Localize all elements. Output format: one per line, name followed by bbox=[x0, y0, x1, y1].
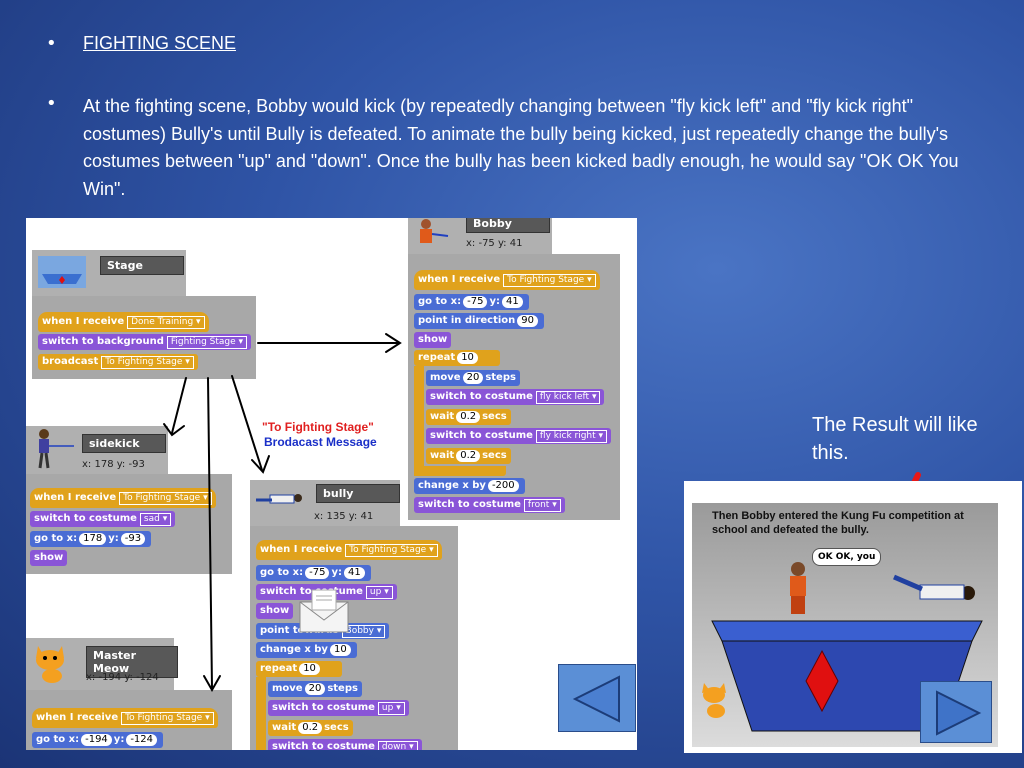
previous-button[interactable] bbox=[558, 664, 636, 732]
cat-sprite-icon bbox=[36, 646, 64, 683]
result-screenshot: Then Bobby entered the Kung Fu competiti… bbox=[684, 481, 1022, 753]
flow-arrows bbox=[163, 333, 402, 693]
bullet: • bbox=[46, 93, 57, 114]
meow-name: Master Meow bbox=[86, 646, 178, 678]
sidekick-sprite-icon bbox=[38, 429, 74, 469]
bobby-coords: x: -75 y: 41 bbox=[466, 238, 523, 249]
bullet: • bbox=[46, 33, 57, 54]
bully-sprite-icon bbox=[256, 494, 302, 504]
show-block[interactable]: show bbox=[414, 332, 452, 348]
sidekick-header: sidekick x: 178 y: -93 bbox=[26, 426, 168, 474]
cat-figure-icon bbox=[702, 683, 726, 718]
triangle-left-icon bbox=[572, 675, 620, 723]
stage-name: Stage bbox=[100, 256, 184, 275]
show-block[interactable]: show bbox=[256, 603, 294, 619]
bobby-name: Bobby bbox=[466, 218, 550, 233]
meow-coords: x: -194 y: -124 bbox=[86, 672, 159, 683]
repeat-end bbox=[414, 466, 506, 476]
triangle-right-icon bbox=[936, 690, 982, 736]
bobby-sprite-icon bbox=[420, 219, 449, 243]
bully-name: bully bbox=[316, 484, 400, 503]
repeat-arm bbox=[414, 366, 424, 476]
slide-heading: FIGHTING SCENE bbox=[83, 33, 237, 53]
sidekick-coords: x: 178 y: -93 bbox=[82, 459, 145, 470]
broadcast-message-title: "To Fighting Stage" bbox=[262, 420, 374, 434]
stage-thumbnail-icon bbox=[38, 256, 86, 288]
sidekick-name: sidekick bbox=[82, 434, 166, 453]
slide-paragraph: At the fighting scene, Bobby would kick … bbox=[83, 96, 959, 199]
show-block[interactable]: show bbox=[30, 550, 68, 566]
bully-coords: x: 135 y: 41 bbox=[314, 511, 374, 522]
envelope-icon bbox=[299, 589, 349, 633]
bully-header: bully x: 135 y: 41 bbox=[250, 480, 400, 526]
bobby-header: Bobby x: -75 y: 41 bbox=[408, 218, 552, 254]
broadcast-message-subtitle: Brodacast Message bbox=[264, 435, 377, 449]
story-caption: Then Bobby entered the Kung Fu competiti… bbox=[712, 510, 964, 536]
meow-header: Master Meow x: -194 y: -124 bbox=[26, 638, 178, 690]
result-label: The Result will like this. bbox=[812, 414, 978, 464]
stage-header: Stage bbox=[32, 250, 186, 296]
bully-figure-icon bbox=[893, 574, 975, 600]
speech-bubble: OK OK, you bbox=[812, 548, 882, 566]
next-button[interactable] bbox=[920, 681, 992, 743]
change-x-block[interactable]: change x by-200 bbox=[414, 478, 525, 494]
repeat-arm bbox=[256, 677, 266, 750]
bobby-figure-icon bbox=[790, 562, 806, 614]
